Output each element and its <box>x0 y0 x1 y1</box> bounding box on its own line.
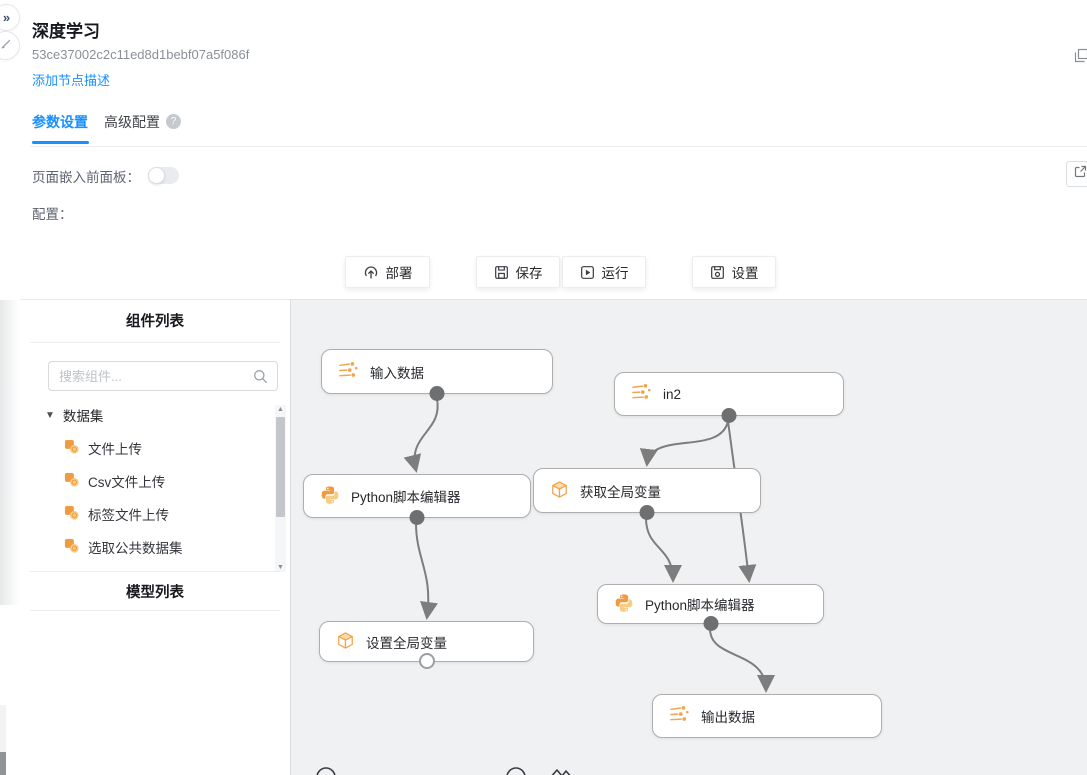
divider <box>30 342 280 343</box>
output-port[interactable] <box>721 408 737 423</box>
collapse-panel-button[interactable]: » <box>0 4 20 31</box>
toolbar-button-label: 设置 <box>731 266 759 281</box>
deploy-icon <box>363 264 379 280</box>
dataset-icon <box>64 538 79 556</box>
toolbar-button-运行[interactable]: 运行 <box>562 256 646 288</box>
edge-python-editor-2-to-output-data[interactable] <box>709 628 775 693</box>
toolbar-button-设置[interactable]: 设置 <box>692 256 776 288</box>
list-scrollbar-thumb[interactable] <box>276 417 285 517</box>
peaks-control[interactable] <box>549 769 573 775</box>
edge-in2-to-get-global-var[interactable] <box>639 420 729 467</box>
component-item-文件上传[interactable]: 文件上传 <box>64 438 142 458</box>
output-port[interactable] <box>703 616 718 631</box>
dataset-icon <box>64 505 79 523</box>
embed-front-panel-label: 页面嵌入前面板： <box>32 170 140 185</box>
component-item-标签文件上传[interactable]: 标签文件上传 <box>64 504 169 524</box>
scroll-down-icon[interactable]: ▼ <box>277 564 284 571</box>
node-label: in2 <box>663 386 682 402</box>
component-item-选取公共数据集[interactable]: 选取公共数据集 <box>64 537 183 557</box>
edit-title-button[interactable] <box>0 31 20 60</box>
copy-icon[interactable] <box>1074 48 1087 68</box>
add-node-description-link[interactable]: 添加节点描述 <box>32 73 111 88</box>
tree-group-dataset[interactable]: ▼ 数据集 <box>45 405 103 425</box>
component-list-title: 组件列表 <box>126 314 184 330</box>
edge-python-editor-1-to-set-global-var[interactable] <box>415 522 438 620</box>
edge-input-data-to-python-editor-1[interactable] <box>403 398 439 473</box>
node-label: Python脚本编辑器 <box>645 598 755 613</box>
canvas-node-set-global-var[interactable]: 设置全局变量 <box>319 621 534 669</box>
output-port[interactable] <box>639 505 655 520</box>
list-scrollbar[interactable]: ▲ ▼ <box>275 405 286 572</box>
canvas-node-python-editor-2[interactable]: Python脚本编辑器 <box>597 584 824 631</box>
canvas-node-input-data[interactable]: 输入数据 <box>321 349 553 401</box>
help-icon[interactable]: ? <box>166 114 181 129</box>
config-label: 配置： <box>32 207 73 222</box>
cube-icon <box>550 480 569 502</box>
component-item-label: Csv文件上传 <box>88 475 166 490</box>
tree-group-label: 数据集 <box>62 409 104 424</box>
toolbar-button-保存[interactable]: 保存 <box>476 256 560 288</box>
cube-icon <box>336 631 355 653</box>
tab-parameter-settings[interactable]: 参数设置 <box>32 114 88 130</box>
toolbar-button-label: 部署 <box>385 266 413 281</box>
python-icon <box>614 593 634 616</box>
flow-icon <box>338 361 359 383</box>
edge-get-global-var-to-python-editor-2[interactable] <box>645 517 682 583</box>
scroll-up-icon[interactable]: ▲ <box>277 406 284 413</box>
flow-icon <box>669 705 690 727</box>
tab-advanced-config[interactable]: 高级配置 <box>104 114 160 130</box>
output-port[interactable] <box>418 653 435 669</box>
node-label: 获取全局变量 <box>580 484 661 500</box>
canvas-node-output-data[interactable]: 输出数据 <box>652 694 882 738</box>
component-item-label: 选取公共数据集 <box>88 541 183 556</box>
component-item-Csv文件上传[interactable]: Csv文件上传 <box>64 471 165 491</box>
toolbar-button-部署[interactable]: 部署 <box>345 256 430 288</box>
canvas-node-get-global-var[interactable]: 获取全局变量 <box>533 468 761 520</box>
dataset-icon <box>64 472 79 490</box>
model-list-title: 模型列表 <box>126 585 184 601</box>
node-label: Python脚本编辑器 <box>351 490 461 505</box>
caret-down-icon: ▼ <box>45 409 55 421</box>
circle-control[interactable] <box>316 767 336 775</box>
divider <box>30 610 280 611</box>
search-icon[interactable] <box>253 369 268 389</box>
toolbar-button-label: 保存 <box>515 266 543 281</box>
output-port[interactable] <box>429 386 445 401</box>
component-item-label: 文件上传 <box>88 442 142 457</box>
double-chevron-icon: » <box>2 10 11 25</box>
settings-icon <box>710 265 725 280</box>
page-title: 深度学习 <box>32 22 100 41</box>
dataset-icon <box>64 439 79 457</box>
divider <box>30 571 280 572</box>
toggle-knob <box>148 167 165 184</box>
drawer-edge-shadow <box>0 300 19 605</box>
node-label: 设置全局变量 <box>366 635 447 651</box>
node-label: 输入数据 <box>370 365 424 381</box>
open-external-button[interactable] <box>1066 161 1087 187</box>
active-tab-indicator <box>32 141 89 144</box>
output-port[interactable] <box>409 510 425 525</box>
search-input[interactable] <box>59 362 244 390</box>
circle-control[interactable] <box>506 767 526 775</box>
canvas-node-in2[interactable]: in2 <box>614 372 844 423</box>
pencil-icon <box>0 37 12 55</box>
toolbar-button-label: 运行 <box>601 266 629 281</box>
tabs-separator <box>30 146 1087 147</box>
page-scrollbar-thumb[interactable] <box>0 752 6 775</box>
node-label: 输出数据 <box>701 710 755 725</box>
component-item-label: 标签文件上传 <box>88 508 169 523</box>
page-scrollbar-track[interactable] <box>0 705 6 775</box>
flow-icon <box>631 383 652 405</box>
python-icon <box>320 485 340 508</box>
canvas-node-python-editor-1[interactable]: Python脚本编辑器 <box>303 474 531 525</box>
run-icon <box>580 265 595 280</box>
node-id-text: 53ce37002c2c11ed8d1bebf07a5f086f <box>32 47 250 62</box>
component-search-box <box>48 361 278 391</box>
external-link-icon <box>1074 165 1087 183</box>
embed-front-panel-toggle[interactable] <box>148 167 179 184</box>
save-icon <box>494 265 509 280</box>
